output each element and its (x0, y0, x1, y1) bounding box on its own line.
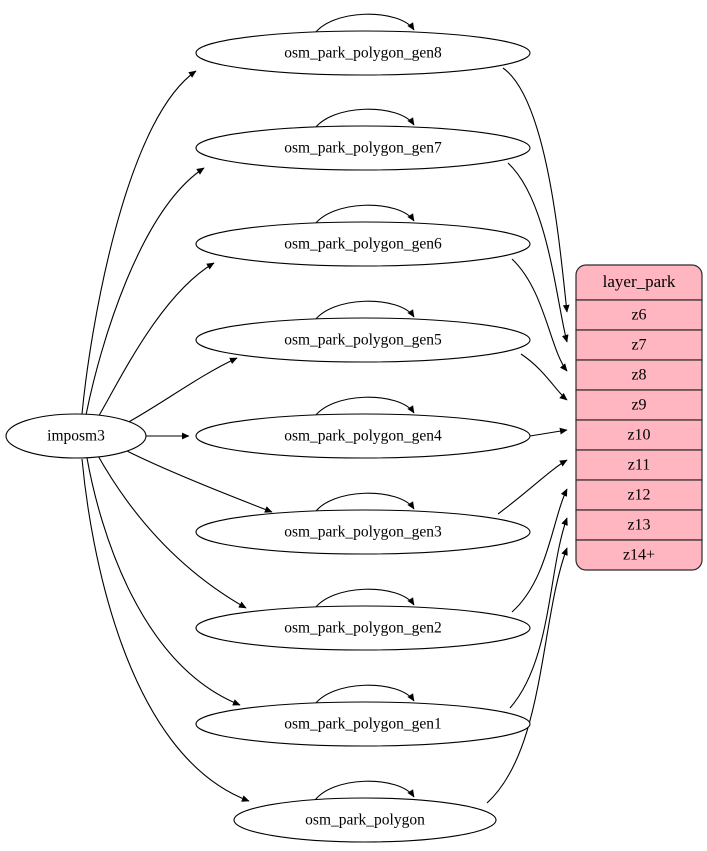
edge-base-to-z14plus (486, 547, 568, 804)
self-loop-gen4 (312, 396, 415, 420)
edge-imposm3-to-gen7 (85, 167, 205, 416)
edge-gen7-to-z7 (507, 162, 569, 343)
edges-source-to-nodes (81, 70, 273, 802)
node-gen8[interactable]: osm_park_polygon_gen8 (195, 30, 531, 76)
edge-gen8-to-z6 (502, 67, 570, 313)
edge-gen2-to-z12 (511, 488, 568, 613)
node-shape-imposm3 (5, 413, 147, 459)
edge-imposm3-to-gen8 (81, 70, 197, 415)
edge-gen5-to-z9 (520, 353, 568, 401)
node-shape-gen4 (195, 413, 531, 459)
node-gen4[interactable]: osm_park_polygon_gen4 (195, 413, 531, 459)
edge-imposm3-to-gen6 (96, 262, 215, 420)
table-row-z14plus[interactable] (575, 539, 703, 571)
self-loop-gen2 (312, 588, 415, 612)
node-shape-base (233, 797, 497, 843)
node-gen6[interactable]: osm_park_polygon_gen6 (195, 221, 531, 267)
edge-imposm3-to-gen3 (122, 448, 273, 513)
node-label-gen5: osm_park_polygon_gen5 (284, 332, 442, 349)
node-label-gen7: osm_park_polygon_gen7 (284, 140, 442, 157)
node-label-gen6: osm_park_polygon_gen6 (284, 236, 442, 253)
edge-imposm3-to-gen5 (124, 357, 238, 425)
self-loop-gen5 (312, 300, 415, 324)
node-label-gen1: osm_park_polygon_gen1 (284, 716, 442, 733)
self-loop-gen8 (312, 13, 415, 37)
edge-imposm3-to-gen2 (96, 453, 247, 609)
node-base[interactable]: osm_park_polygon (233, 797, 497, 843)
self-loop-gen6 (312, 204, 415, 228)
self-loop-gen1 (312, 684, 415, 708)
edge-gen6-to-z8 (511, 258, 568, 372)
node-shape-gen5 (195, 317, 531, 363)
node-gen2[interactable]: osm_park_polygon_gen2 (195, 605, 531, 651)
node-gen5[interactable]: osm_park_polygon_gen5 (195, 317, 531, 363)
table-row-z12[interactable] (575, 479, 703, 511)
table-row-label-z6: z6 (631, 307, 646, 324)
self-loop-gen3 (312, 492, 415, 516)
table-row-label-z11: z11 (628, 457, 651, 474)
table-row-label-z13: z13 (627, 517, 650, 534)
table-row-label-z12: z12 (627, 487, 650, 504)
node-shape-gen2 (195, 605, 531, 651)
node-label-gen3: osm_park_polygon_gen3 (284, 524, 442, 541)
edges-nodes-to-table (486, 67, 570, 804)
node-shape-gen6 (195, 221, 531, 267)
table-row-z11[interactable] (575, 449, 703, 481)
edge-imposm3-to-base (81, 458, 250, 802)
node-gen1[interactable]: osm_park_polygon_gen1 (195, 701, 531, 747)
self-loop-gen7 (312, 108, 415, 132)
table-row-label-z10: z10 (627, 427, 650, 444)
table-row-label-z14plus: z14+ (623, 547, 655, 564)
edges-self-loops (312, 13, 415, 804)
graph-nodes: imposm3 osm_park_polygon_gen8 osm_park_p… (5, 30, 531, 843)
table-row-z6[interactable] (575, 299, 703, 331)
edge-gen4-to-z10 (529, 427, 568, 437)
node-shape-gen8 (195, 30, 531, 76)
table-row-z10[interactable] (575, 419, 703, 451)
self-loop-base (312, 780, 415, 804)
node-shape-gen3 (195, 509, 531, 555)
node-label-imposm3: imposm3 (47, 428, 105, 445)
node-shape-gen7 (195, 125, 531, 171)
node-label-gen4: osm_park_polygon_gen4 (284, 428, 442, 445)
table-row-label-z9: z9 (631, 397, 646, 414)
table-row-z13[interactable] (575, 509, 703, 541)
node-shape-gen1 (195, 701, 531, 747)
node-imposm3[interactable]: imposm3 (5, 413, 147, 459)
table-layer-park[interactable]: layer_park z6 z7 z8 z9 z10 z11 z12 z13 z… (575, 264, 703, 571)
node-label-gen2: osm_park_polygon_gen2 (284, 620, 442, 637)
edge-imposm3-to-gen1 (86, 457, 241, 706)
edge-gen1-to-z13 (509, 517, 568, 709)
table-row-label-z7: z7 (631, 337, 646, 354)
node-label-base: osm_park_polygon (305, 812, 425, 829)
node-label-gen8: osm_park_polygon_gen8 (284, 45, 442, 62)
node-gen7[interactable]: osm_park_polygon_gen7 (195, 125, 531, 171)
edge-gen3-to-z11 (497, 459, 568, 515)
table-header-label: layer_park (603, 272, 676, 291)
table-row-label-z8: z8 (631, 367, 646, 384)
node-gen3[interactable]: osm_park_polygon_gen3 (195, 509, 531, 555)
table-header-cell (575, 264, 703, 301)
